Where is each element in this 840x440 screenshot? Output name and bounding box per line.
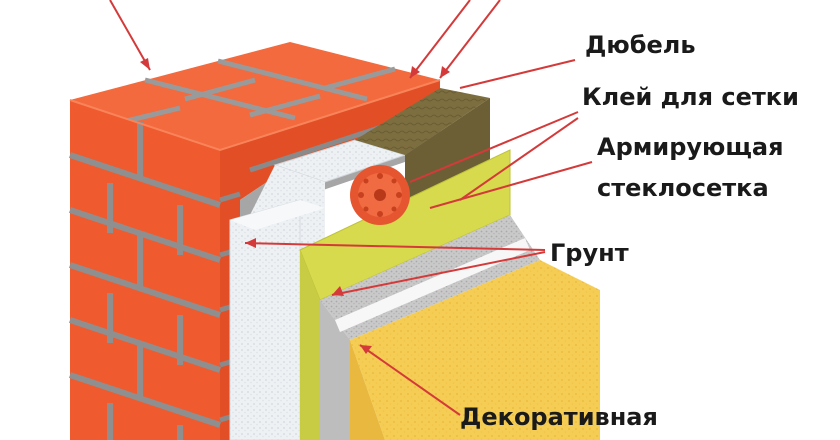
- dowel-icon: [350, 165, 410, 225]
- decorative-plaster-layer: [350, 260, 600, 440]
- leader-lines: [109, 0, 593, 416]
- brick-front-mortar: [69, 122, 221, 440]
- leader-arrowheads: [140, 58, 450, 354]
- label-primer: Грунт: [550, 239, 629, 267]
- brick-wall-top: [70, 42, 440, 150]
- primer-layer: [335, 238, 530, 332]
- label-reinforcing-mesh-line1: Армирующая: [597, 133, 784, 161]
- label-mesh-glue: Клей для сетки: [582, 83, 799, 111]
- label-decorative: Декоративная: [460, 403, 658, 431]
- mineral-wool-layer: [355, 88, 490, 155]
- foam-insulation-front: [229, 199, 301, 440]
- label-dowel: Дюбель: [585, 31, 696, 59]
- label-reinforcing-mesh-line2: стеклосетка: [597, 174, 769, 202]
